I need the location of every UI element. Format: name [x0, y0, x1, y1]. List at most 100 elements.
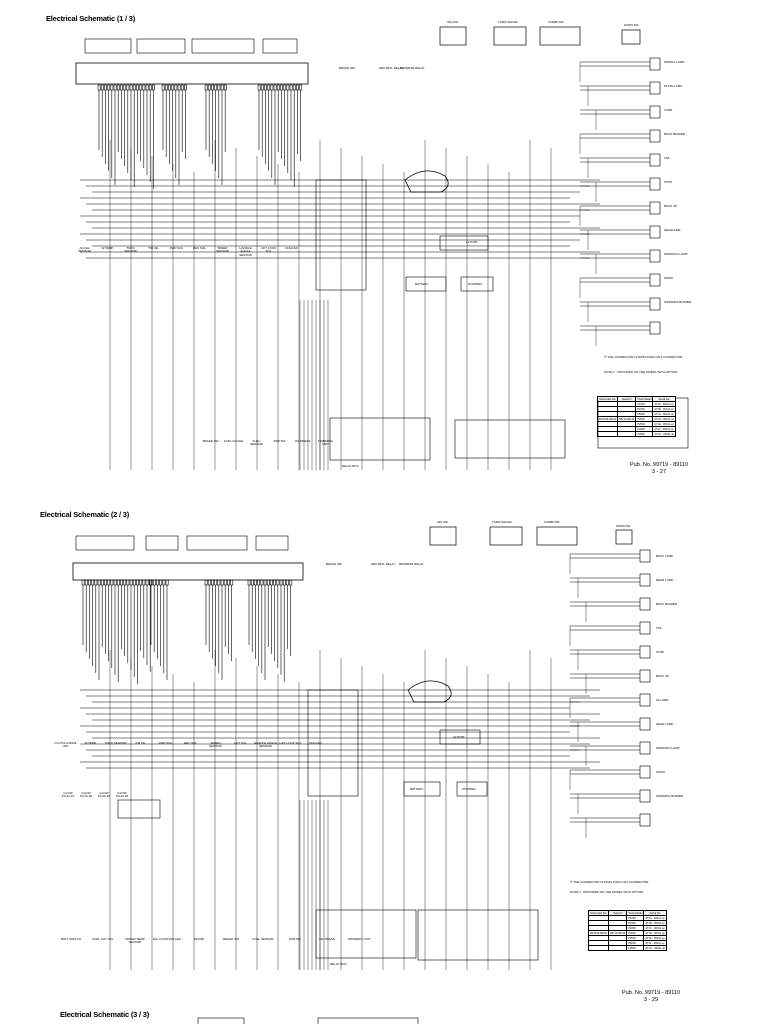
s2-left-label-0: CLUTCH DRIVE SW: [54, 741, 77, 749]
s1-right-label-6: BACK UP: [664, 204, 678, 208]
note-1-b: NOTE 1 : PROVIDED ON THE MODEL WITH OPTI…: [604, 370, 678, 374]
s2-right-label-1: REAR LAMP: [656, 578, 674, 582]
s2-left-label-4: FWD SOL: [158, 741, 173, 745]
label-turn-signal-2: TURN SIGNAL: [492, 520, 513, 524]
note-1-a: ※ THE CONNECTOR IS DISPLAYED ON A CONNEC…: [604, 355, 683, 359]
s1-left-label-8: LIFT LOCK SOL: [260, 246, 277, 254]
label-reverse-relay-2: REVERSE RELAY: [399, 562, 424, 566]
label-relay-box-2: RELAY BOX: [330, 962, 347, 966]
label-turn-signal: TURN SIGNAL: [498, 20, 519, 24]
s2-right-label-9: HORN: [656, 770, 665, 774]
schematic-sheet-3-top: [197, 1017, 419, 1024]
s1-right-label-2: TURN: [664, 108, 673, 112]
label-battery-2: BATTERY: [410, 787, 424, 791]
s1-right-label-1: PLATE LAMP: [664, 84, 683, 88]
s2-plug-label-0: GLOW PLUG #1: [61, 791, 75, 799]
s1-bottom-label-0: BRAKE SW: [202, 439, 219, 443]
label-relay-box: RELAY BOX: [342, 464, 359, 468]
s1-table-cell-6-1: [617, 431, 637, 437]
s1-bottom-label-5: TRIMMING UNIT: [317, 439, 334, 447]
s2-plug-label-3: GLOW PLUG #4: [115, 791, 129, 799]
label-horn-sw: HORN SW: [624, 23, 639, 27]
s2-bottom-label-2: WATER TEMP SENSOR: [125, 937, 145, 945]
s1-table-cell-6-3: AT1G - 90011 up: [652, 431, 676, 437]
s1-right-label-5: STOP: [664, 180, 673, 184]
s1-right-label-0: PATROL LAMP: [664, 60, 685, 64]
s1-left-label-6: SPEED SENSOR: [216, 246, 229, 254]
label-brake-sw-2: BRAKE SW: [326, 562, 342, 566]
s1-left-label-9: UNLOAD: [285, 246, 298, 250]
s1-left-label-0: ACCEL SENSOR: [78, 246, 91, 254]
s2-right-label-7: HEAD LAMP: [656, 722, 674, 726]
s2-left-label-2: TORQ SENSOR: [104, 741, 127, 745]
s2-table-cell-6-3: AT1G - 90011 up: [643, 945, 667, 951]
s1-right-label-7: HEADLAMP: [664, 228, 681, 232]
s2-right-label-10: WARNING BUZZER: [656, 794, 684, 798]
s1-right-label-8: WORKING LAMP: [664, 252, 688, 256]
label-reverse-relay: REVERSE RELAY: [400, 66, 425, 70]
s1-right-label-4: TAIL: [664, 156, 671, 160]
s1-bottom-label-2: FUEL SENSOR: [250, 439, 263, 447]
label-brake-sw: BRAKE SW: [339, 66, 355, 70]
page-title-2: Electrical Schematic (2 / 3): [40, 510, 130, 519]
s2-left-label-9: LIFT LOCK SOL: [279, 741, 302, 745]
label-neutral-relay: NEUTRAL RELAY: [379, 66, 404, 70]
s1-right-label-3: BACK BUZZER: [664, 132, 686, 136]
s1-right-label-9: HORN: [664, 276, 673, 280]
s1-left-label-5: REV SOL: [192, 246, 206, 250]
s2-left-label-6: SPEED SENSOR: [209, 741, 222, 749]
pub-no-1: Pub. No. 99719 - 89110: [630, 462, 688, 468]
page-title-3: Electrical Schematic (3 / 3): [60, 1010, 150, 1019]
s2-left-label-10: UNLOAD: [309, 741, 322, 745]
label-starter-2: STARTER: [462, 787, 476, 791]
s2-left-label-3: T/M OIL: [135, 741, 146, 745]
s2-bottom-label-3: ECU CONTROLLER: [153, 937, 181, 941]
label-starter: STARTER: [468, 282, 482, 286]
s1-left-label-4: FWD SOL: [169, 246, 184, 250]
s2-table-cell-6-1: [608, 945, 628, 951]
schematic-sheet-1: [75, 26, 689, 470]
s2-plug-label-2: GLOW PLUG #3: [97, 791, 111, 799]
pub-number-1: Pub. No. 99719 - 89110 3 - 27: [630, 462, 688, 476]
s2-right-label-0: BACK LAMP: [656, 554, 674, 558]
label-combi-sw-2: COMBI SW: [544, 520, 560, 524]
s2-right-label-5: BACK UP: [656, 674, 670, 678]
s2-table-cell-6-2: P3500: [626, 945, 645, 951]
s2-bottom-label-5: BRAKE SW: [223, 937, 239, 941]
s2-bottom-label-6: FUEL SENSOR: [252, 937, 274, 941]
label-ign-sw-2: IGN SW: [437, 520, 448, 524]
page-title-1: Electrical Schematic (1 / 3): [46, 14, 136, 23]
s2-bottom-label-8: OIL PRESS: [319, 937, 335, 941]
s1-right-label-10: WARNING BUZZER: [664, 300, 692, 304]
s1-table-cell-6-2: P3500: [635, 431, 654, 437]
s2-right-label-8: WORKING LAMP: [656, 746, 680, 750]
s1-bottom-label-3: PKB SW: [273, 439, 286, 443]
s2-bottom-label-7: PKB SW: [289, 937, 301, 941]
s1-bottom-label-4: OIL PRESS: [294, 439, 311, 443]
s2-right-label-3: TAIL: [656, 626, 663, 630]
label-horn-sw-2: HORN SW: [616, 524, 631, 528]
page-no-1: 3 - 27: [651, 469, 667, 475]
s2-left-label-1: W.TEMP: [84, 741, 97, 745]
pub-number-2: Pub. No. 99719 - 89110 3 - 29: [622, 990, 680, 1004]
note-2-a: ※ THE CONNECTOR IS DISPLAYED ON A CONNEC…: [570, 880, 649, 884]
s1-left-label-2: TORQ SENSOR: [124, 246, 137, 254]
s2-bottom-label-1: FUEL CUT SOL: [92, 937, 114, 941]
s2-bottom-label-0: BATT SWITCH: [60, 937, 82, 941]
label-combi-sw: COMBI SW: [548, 20, 564, 24]
note-2-b: NOTE 1 : PROVIDED ON THE MODEL WITH OPTI…: [570, 890, 644, 894]
s2-left-label-5: REV SOL: [183, 741, 197, 745]
s1-left-label-1: W.TEMP: [101, 246, 114, 250]
schematic-sheet-2: [72, 526, 651, 970]
s2-bottom-label-4: DIODE: [194, 937, 204, 941]
s2-plug-label-1: GLOW PLUG #2: [79, 791, 93, 799]
s2-table-cell-6-0: [587, 945, 610, 951]
s1-left-label-3: T/M OIL: [148, 246, 159, 250]
s2-left-label-8: HANDLE ANGLE SENSOR: [254, 741, 278, 749]
label-altntr: ALTNTR: [466, 240, 478, 244]
